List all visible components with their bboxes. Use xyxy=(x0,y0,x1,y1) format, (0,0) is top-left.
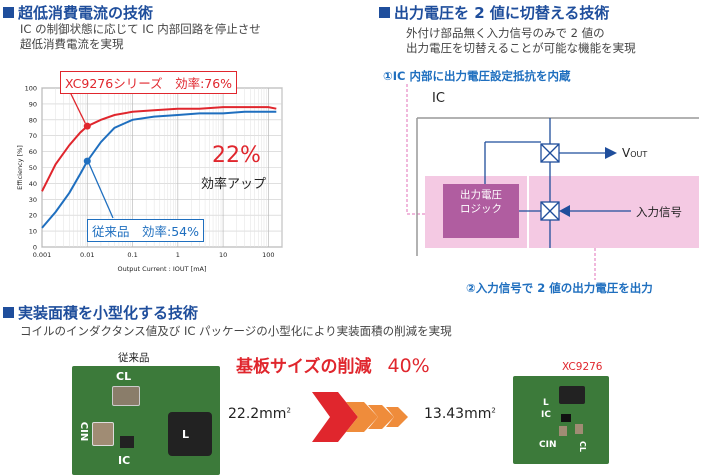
x-tick-label: 0.01 xyxy=(80,251,94,259)
section-title-voltage-switch: 出力電圧を 2 値に切替える技術 xyxy=(379,2,609,23)
y-axis-label: Efficiency [%] xyxy=(16,145,24,190)
section-title-text: 出力電圧を 2 値に切替える技術 xyxy=(394,4,610,22)
logic-label: 出力電圧ロジック xyxy=(443,188,519,216)
section-title-low-power: 超低消費電流の技術 xyxy=(3,2,153,23)
input-signal-label: 入力信号 xyxy=(636,205,682,219)
capacitor-cl xyxy=(575,424,583,434)
switch-bottom-icon xyxy=(540,201,560,221)
square-bullet-icon xyxy=(379,7,390,18)
ic-chip xyxy=(120,436,134,448)
efficiency-gain-caption: 効率アップ xyxy=(201,177,267,192)
y-tick-label: 100 xyxy=(25,85,37,93)
vout-text: V xyxy=(622,146,631,160)
leader-line-1 xyxy=(406,84,433,215)
inductor xyxy=(559,386,585,404)
area-old-sup: 2 xyxy=(286,406,291,415)
square-bullet-icon xyxy=(3,307,14,318)
pcb-old-ic-label: IC xyxy=(118,454,131,467)
pcb-old-cl-label: CL xyxy=(116,370,132,383)
leader-new xyxy=(69,91,86,124)
x-tick-label: 100 xyxy=(262,251,274,259)
y-tick-label: 80 xyxy=(29,116,37,124)
input-arrow-icon xyxy=(559,205,570,217)
chart-label-old: 従来品 効率:54% xyxy=(87,219,204,242)
y-tick-label: 50 xyxy=(29,164,37,172)
capacitor-cin xyxy=(559,426,567,436)
area-old-value: 22.2mm xyxy=(228,406,287,422)
old-pcb-photo: CL CIN IC L xyxy=(72,366,220,475)
section2-desc-line2: 出力電圧を切替えることが可能な機能を実現 xyxy=(406,41,636,55)
square-bullet-icon xyxy=(3,7,14,18)
y-tick-label: 0 xyxy=(33,244,37,252)
pcb-new-cin-label: CIN xyxy=(539,440,557,450)
capacitor-cin xyxy=(92,422,114,446)
section3-desc: コイルのインダクタンス値及び IC パッケージの小型化により実装面積の削減を実現 xyxy=(20,324,452,338)
y-tick-label: 10 xyxy=(29,228,37,236)
chevron-arrow-icon xyxy=(312,392,358,442)
x-tick-label: 0.001 xyxy=(33,251,52,259)
old-product-label: 従来品 xyxy=(118,352,150,364)
series-line-0 xyxy=(41,106,277,192)
logic-label-line2: ロジック xyxy=(460,203,502,215)
y-tick-label: 20 xyxy=(29,212,37,220)
logic-label-line1: 出力電圧 xyxy=(460,189,502,201)
ic-label: IC xyxy=(432,91,445,106)
pcb-new-l-label: L xyxy=(543,398,549,408)
reduction-arrows xyxy=(312,392,408,442)
y-tick-label: 60 xyxy=(29,148,37,156)
chart-label-new: XC9276シリーズ 効率:76% xyxy=(60,71,238,94)
series-line-1 xyxy=(41,110,277,229)
marker-new-0.01 xyxy=(83,122,91,130)
x-tick-label: 0.1 xyxy=(127,251,137,259)
x-axis-label: Output Current : IOUT [mA] xyxy=(117,265,206,273)
x-tick-label: 1 xyxy=(176,251,180,259)
x-tick-label: 10 xyxy=(219,251,227,259)
section-title-text: 超低消費電流の技術 xyxy=(18,4,154,22)
pcb-new-ic-label: IC xyxy=(541,410,551,420)
logic-block xyxy=(443,184,519,238)
efficiency-gain-percent: 22% xyxy=(212,143,261,168)
vout-label: VOUT xyxy=(622,146,647,160)
chevron-arrow-icon xyxy=(346,402,378,432)
note-internal-resistor: ①IC 内部に出力電圧設定抵抗を内蔵 xyxy=(383,69,571,83)
new-product-label: XC9276 xyxy=(562,361,603,373)
vout-arrow-icon xyxy=(605,147,617,159)
section-title-mounting: 実装面積を小型化する技術 xyxy=(3,302,198,323)
leader-old xyxy=(88,163,114,219)
section-desc-line2: 超低消費電流を実現 xyxy=(20,37,124,51)
area-new: 13.43mm2 xyxy=(424,406,496,422)
section-title-text: 実装面積を小型化する技術 xyxy=(18,304,199,322)
note-input-switch: ②入力信号で 2 値の出力電圧を出力 xyxy=(466,281,653,295)
section2-desc-line1: 外付け部品無く入力信号のみで 2 値の xyxy=(406,26,605,40)
area-new-sup: 2 xyxy=(491,406,496,415)
vout-subscript: OUT xyxy=(630,150,648,159)
section-desc-line1: IC の制御状態に応じて IC 内部回路を停止させ xyxy=(20,22,261,36)
inductor: L xyxy=(168,412,212,456)
capacitor-cl xyxy=(112,386,140,406)
reduction-label: 基板サイズの削減 xyxy=(236,357,372,377)
voltage-switch-diagram xyxy=(406,84,699,280)
reduction-text: 基板サイズの削減 40% xyxy=(236,352,430,377)
y-tick-label: 70 xyxy=(29,132,37,140)
y-tick-label: 90 xyxy=(29,100,37,108)
chevron-arrow-icon xyxy=(386,407,408,427)
reduction-percent: 40% xyxy=(387,355,430,377)
switch-top-icon xyxy=(540,143,560,163)
pcb-old-cin-label: CIN xyxy=(78,421,90,442)
y-tick-label: 40 xyxy=(29,180,37,188)
marker-old-0.01 xyxy=(83,157,91,165)
chevron-arrow-icon xyxy=(368,405,394,429)
ic-chip xyxy=(561,414,571,422)
area-new-value: 13.43mm xyxy=(424,406,492,422)
pcb-old-l-label: L xyxy=(182,428,190,441)
area-old: 22.2mm2 xyxy=(228,406,291,422)
y-tick-label: 30 xyxy=(29,196,37,204)
new-pcb-photo: L IC CIN CL xyxy=(513,376,609,464)
pcb-new-cl-label: CL xyxy=(577,441,587,452)
